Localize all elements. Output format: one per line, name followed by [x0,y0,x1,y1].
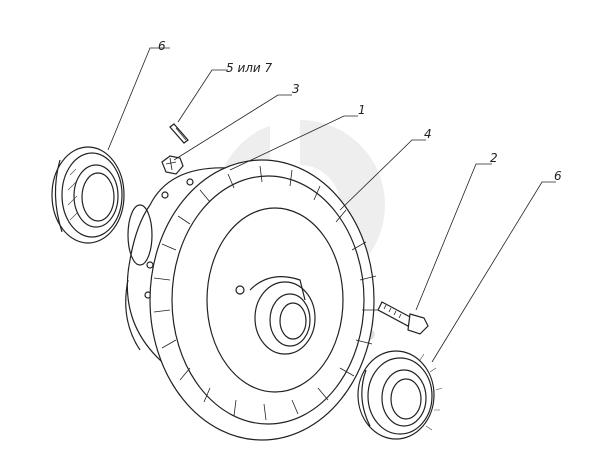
bolt [377,301,429,335]
callout-4: 4 [424,127,432,141]
castle-nut [161,155,184,175]
leader-lines [107,47,556,363]
callout-6-right: 6 [554,169,562,183]
callout-6-left: 6 [158,39,166,53]
callout-3: 3 [292,82,300,96]
ring-gear [149,159,378,441]
callout-1: 1 [358,103,366,117]
callout-5-or-7: 5 или 7 [226,61,273,75]
cotter-pin [169,123,189,144]
callout-2: 2 [490,151,498,165]
bearing-right [357,350,443,440]
bearing-left [51,146,125,244]
